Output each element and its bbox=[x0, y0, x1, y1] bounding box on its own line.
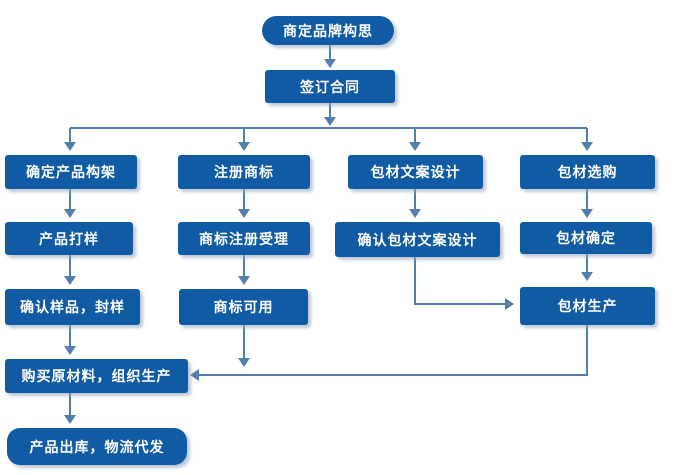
flow-node-trademark-available: 商标可用 bbox=[179, 289, 308, 325]
arrowhead bbox=[64, 209, 76, 218]
flow-node-product-structure: 确定产品构架 bbox=[5, 155, 137, 189]
flow-node-purchase-materials: 购买原材料，组织生产 bbox=[5, 359, 188, 393]
flow-node-trademark-acceptance: 商标注册受理 bbox=[178, 222, 310, 255]
arrowhead bbox=[505, 298, 514, 310]
arrowhead bbox=[581, 209, 593, 218]
arrowhead bbox=[64, 415, 76, 424]
arrowhead bbox=[581, 272, 593, 281]
arrowhead bbox=[190, 369, 199, 381]
arrowhead bbox=[64, 276, 76, 285]
arrowhead bbox=[238, 276, 250, 285]
arrowhead bbox=[64, 142, 76, 151]
arrowhead bbox=[409, 142, 421, 151]
flow-node-packaging-production: 包材生产 bbox=[520, 287, 655, 325]
arrowhead bbox=[238, 209, 250, 218]
flow-node-product-outbound: 产品出库，物流代发 bbox=[7, 428, 187, 465]
arrowhead bbox=[238, 358, 250, 367]
flow-node-packaging-purchase: 包材选购 bbox=[520, 155, 655, 189]
flow-node-product-sampling: 产品打样 bbox=[5, 222, 133, 255]
arrowhead bbox=[64, 346, 76, 355]
arrowhead bbox=[409, 209, 421, 218]
edge-confirmcopy-to-production bbox=[414, 257, 505, 305]
arrowhead bbox=[581, 142, 593, 151]
edge-production-to-purchase bbox=[199, 325, 588, 376]
flow-node-brand-concept: 商定品牌构思 bbox=[262, 16, 394, 45]
arrowhead bbox=[324, 117, 336, 126]
flow-node-confirm-sample-seal: 确认样品，封样 bbox=[5, 289, 140, 325]
arrowhead bbox=[324, 59, 336, 68]
flow-node-sign-contract: 签订合同 bbox=[265, 70, 395, 103]
flow-node-confirm-packaging-copy: 确认包材文案设计 bbox=[335, 222, 500, 257]
flow-node-packaging-copy-design: 包材文案设计 bbox=[348, 155, 483, 189]
flow-node-register-trademark: 注册商标 bbox=[178, 155, 310, 189]
arrowhead bbox=[238, 142, 250, 151]
flow-node-packaging-confirmed: 包材确定 bbox=[520, 222, 652, 254]
